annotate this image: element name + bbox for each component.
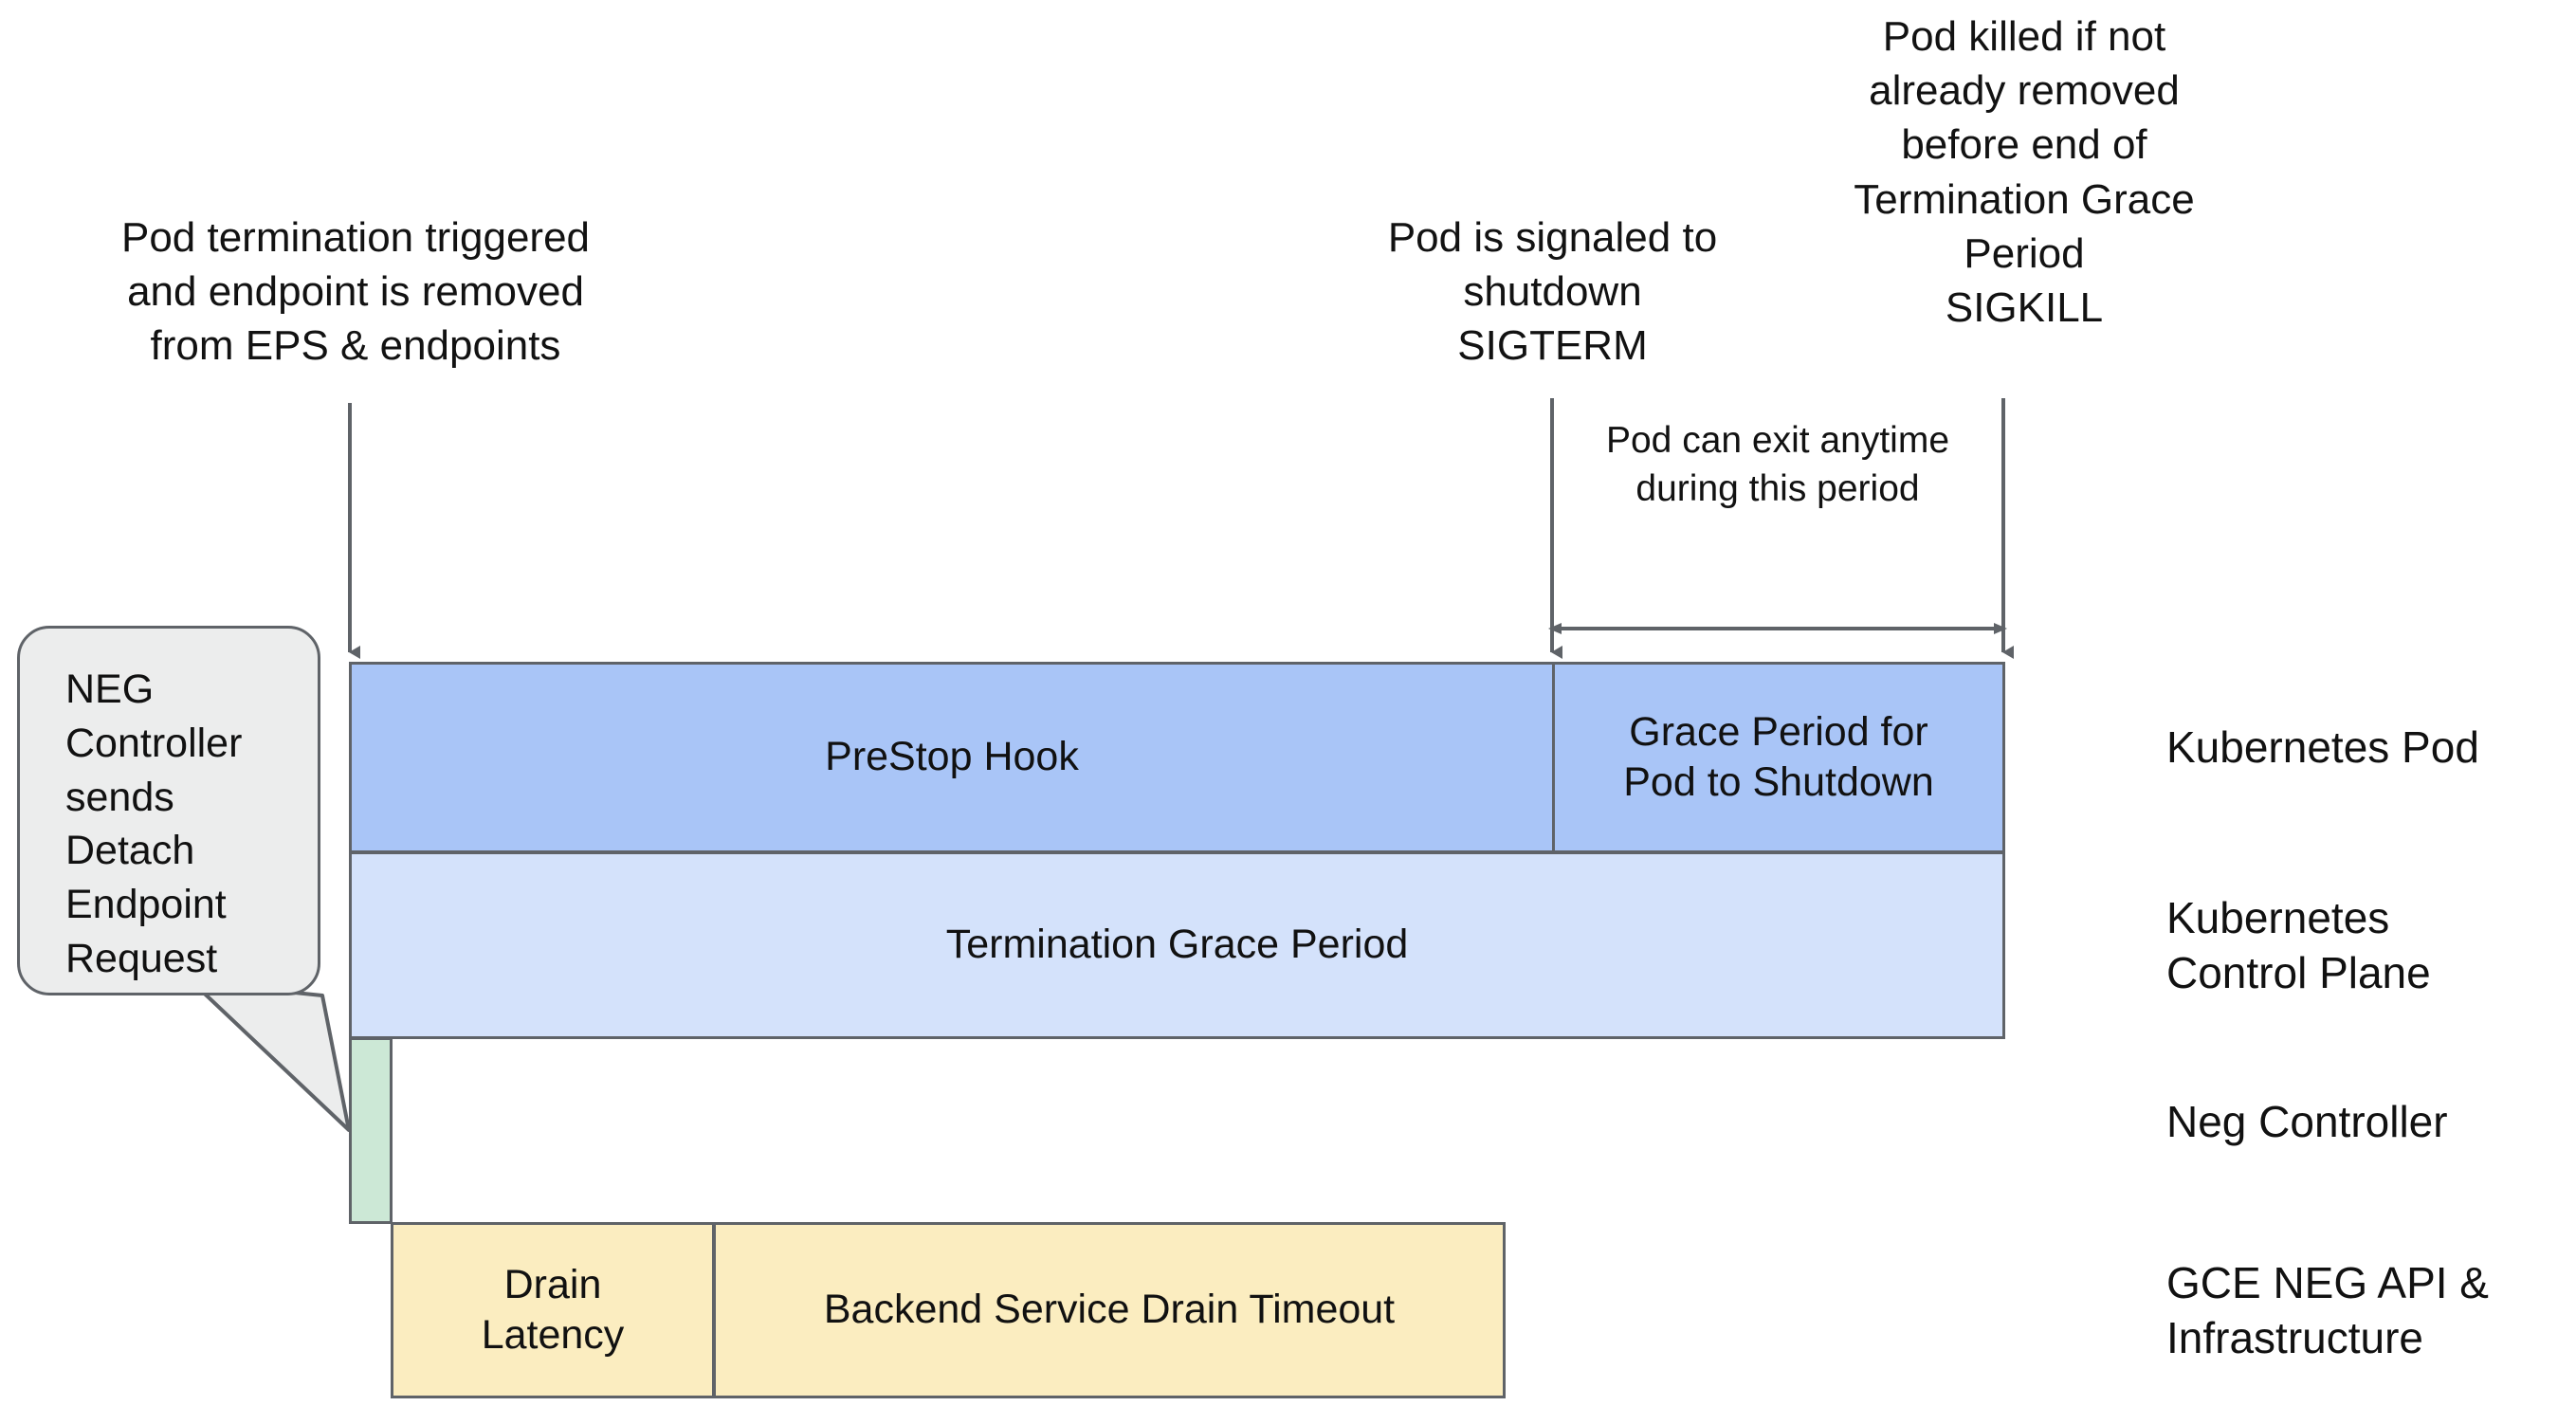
row-label-kubernetes-pod: Kubernetes Pod xyxy=(2166,722,2479,772)
annotation-pod-can-exit-anytime: Pod can exit anytime during this period xyxy=(1605,420,1950,509)
annotation-pod-termination-triggered: Pod termination triggered and endpoint i… xyxy=(120,214,591,370)
callout-tail xyxy=(191,980,351,1132)
callout-neg-controller-detach: NEG Controller sends Detach Endpoint Req… xyxy=(17,626,320,995)
bar-prestop-hook[interactable]: PreStop Hook xyxy=(349,662,1555,853)
annotation-pod-signaled-sigterm: Pod is signaled to shutdown SIGTERM xyxy=(1387,214,1718,370)
row-label-kubernetes-control-plane: Kubernetes Control Plane xyxy=(2166,893,2431,997)
bar-drain-latency[interactable]: Drain Latency xyxy=(391,1222,715,1398)
annotation-pod-killed-sigkill: Pod killed if not already removed before… xyxy=(1854,13,2195,331)
bar-grace-period-pod-shutdown[interactable]: Grace Period for Pod to Shutdown xyxy=(1552,662,2005,853)
row-label-neg-controller: Neg Controller xyxy=(2166,1097,2448,1146)
bar-termination-grace-period[interactable]: Termination Grace Period xyxy=(349,851,2005,1039)
bar-neg-detach-window[interactable] xyxy=(349,1037,393,1224)
bar-backend-service-drain-timeout[interactable]: Backend Service Drain Timeout xyxy=(713,1222,1506,1398)
row-label-gce-neg-api-infrastructure: GCE NEG API & Infrastructure xyxy=(2166,1258,2489,1362)
